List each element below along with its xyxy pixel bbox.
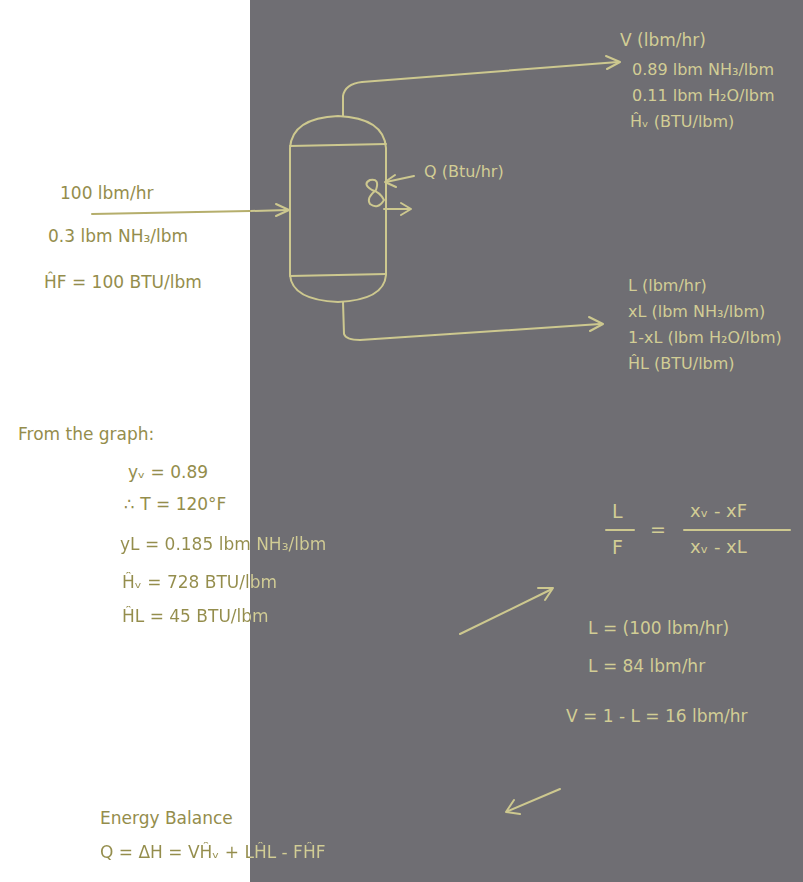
equation-term: L <box>612 500 623 523</box>
arrow-head <box>385 175 396 187</box>
feed-line <box>250 210 288 211</box>
label-slot: ĤL (BTU/lbm) <box>628 354 735 373</box>
equation-line: L = 84 lbm/hr <box>588 656 705 676</box>
composition-label: 0.89 lbm NH₃/lbm <box>632 60 774 79</box>
label-slot: V (lbm/hr) <box>620 30 706 50</box>
heat-out-line <box>384 208 410 210</box>
vessel-seam <box>290 274 386 276</box>
chalkboard-ground <box>250 0 803 882</box>
equation-term: F <box>612 536 623 559</box>
enthalpy-label: ĤF = 100 BTU/lbm <box>44 272 202 292</box>
composition-label: 0.11 lbm H₂O/lbm <box>632 86 775 105</box>
label-slot: L <box>612 500 623 523</box>
label-slot: ĤL = 45 BTU/lbm <box>122 606 269 626</box>
label-slot: L = 84 lbm/hr <box>588 656 705 676</box>
label-slot: = <box>650 518 666 541</box>
equation-term: xᵥ - xL <box>690 536 747 558</box>
label-slot: Q (Btu/hr) <box>424 162 504 181</box>
equation-term: = <box>650 518 666 541</box>
label-slot: 100 lbm/hr <box>60 183 153 203</box>
label-slot: F <box>612 536 623 559</box>
label-slot: xL (lbm NH₃/lbm) <box>628 302 765 321</box>
label-slot: L = (100 lbm/hr) <box>588 618 729 638</box>
equation-line: L = (100 lbm/hr) <box>588 618 729 638</box>
composition-label: xL (lbm NH₃/lbm) <box>628 302 765 321</box>
label-slot: yᵥ = 0.89 <box>128 462 208 482</box>
label-slot: From the graph: <box>18 424 154 444</box>
label-slot: 0.3 lbm NH₃/lbm <box>48 226 188 246</box>
arrow-head <box>538 588 553 600</box>
liquid-line <box>343 302 600 340</box>
label-slot: 0.11 lbm H₂O/lbm <box>632 86 775 105</box>
label-slot: ∴ T = 120°F <box>124 494 226 514</box>
result-value: ∴ T = 120°F <box>124 494 226 514</box>
fraction-bar <box>684 529 790 531</box>
label-slot: ĤF = 100 BTU/lbm <box>44 272 202 292</box>
vessel-outline <box>290 116 386 302</box>
composition-label: 0.3 lbm NH₃/lbm <box>48 226 188 246</box>
note-heading: Energy Balance <box>100 808 233 828</box>
white-strip <box>0 0 250 882</box>
label-slot: Ĥᵥ = 728 BTU/lbm <box>122 572 277 592</box>
note-heading: From the graph: <box>18 424 154 444</box>
arrow-head <box>401 203 411 215</box>
heating-coil <box>366 180 384 207</box>
enthalpy-label: ĤL (BTU/lbm) <box>628 354 735 373</box>
label-slot: Q = ΔH = VĤᵥ + LĤL - FĤF <box>100 842 325 862</box>
heat-label: Q (Btu/hr) <box>424 162 504 181</box>
enthalpy-label: Ĥᵥ (BTU/lbm) <box>630 112 734 131</box>
result-value: ĤL = 45 BTU/lbm <box>122 606 269 626</box>
arrow-head <box>276 204 289 216</box>
result-value: yᵥ = 0.89 <box>128 462 208 482</box>
stream-label: L (lbm/hr) <box>628 276 707 295</box>
label-slot: 0.89 lbm NH₃/lbm <box>632 60 774 79</box>
label-slot: V = 1 - L = 16 lbm/hr <box>566 706 748 726</box>
result-value: yL = 0.185 lbm NH₃/lbm <box>120 534 326 554</box>
equation-line: V = 1 - L = 16 lbm/hr <box>566 706 748 726</box>
feed-line <box>92 211 250 214</box>
feed-rate-label: 100 lbm/hr <box>60 183 153 203</box>
label-slot: L (lbm/hr) <box>628 276 707 295</box>
leader-arrow <box>460 589 552 634</box>
label-slot: yL = 0.185 lbm NH₃/lbm <box>120 534 326 554</box>
equation-term: xᵥ - xF <box>690 500 747 522</box>
equation-line: Q = ΔH = VĤᵥ + LĤL - FĤF <box>100 842 325 862</box>
vapour-line <box>343 62 618 116</box>
arrow-head <box>506 800 520 814</box>
result-value: Ĥᵥ = 728 BTU/lbm <box>122 572 277 592</box>
arrow-head <box>606 56 620 69</box>
label-slot: 1-xL (lbm H₂O/lbm) <box>628 328 782 347</box>
label-slot: xᵥ - xL <box>690 536 747 558</box>
composition-label: 1-xL (lbm H₂O/lbm) <box>628 328 782 347</box>
leader-arrow <box>508 789 560 811</box>
fraction-bar <box>606 529 634 531</box>
arrow-head <box>589 317 603 331</box>
stream-label: V (lbm/hr) <box>620 30 706 50</box>
vessel-seam <box>290 144 386 146</box>
label-slot: Ĥᵥ (BTU/lbm) <box>630 112 734 131</box>
label-slot: Energy Balance <box>100 808 233 828</box>
label-slot: xᵥ - xF <box>690 500 747 522</box>
